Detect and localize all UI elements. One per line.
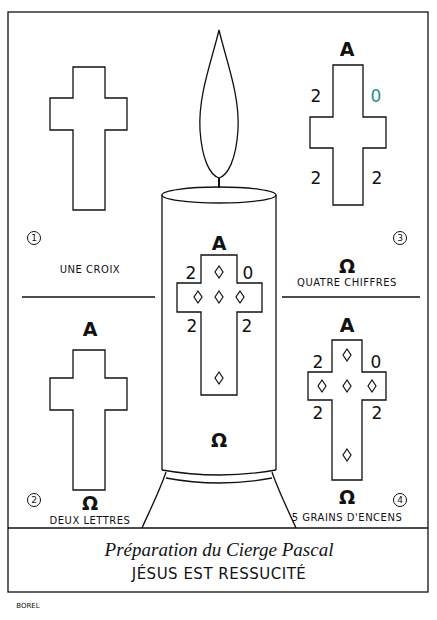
candle-holder bbox=[142, 472, 296, 528]
alpha-letter: A bbox=[340, 40, 355, 59]
step-caption: UNE CROIX bbox=[60, 265, 120, 275]
incense-grain bbox=[318, 380, 326, 392]
flame bbox=[200, 30, 238, 178]
panel-divider bbox=[282, 296, 420, 297]
candle-top bbox=[162, 187, 276, 203]
cross bbox=[310, 65, 386, 205]
omega-letter: Ω bbox=[82, 494, 98, 513]
omega-letter: Ω bbox=[339, 488, 355, 507]
panel-divider bbox=[22, 296, 155, 297]
alpha-letter: A bbox=[83, 320, 98, 339]
alpha-letter: A bbox=[340, 316, 355, 335]
title: Préparation du Cierge Pascal bbox=[105, 540, 334, 559]
incense-grain bbox=[343, 380, 351, 392]
incense-grain bbox=[215, 291, 223, 303]
year-digit: 2 bbox=[242, 318, 253, 335]
year-digit: 2 bbox=[311, 170, 322, 187]
year-digit: 2 bbox=[372, 170, 383, 187]
year-digit: 0 bbox=[371, 88, 382, 105]
cross bbox=[50, 67, 127, 210]
year-digit: 2 bbox=[186, 265, 197, 282]
step-caption: 5 GRAINS D'ENCENS bbox=[292, 513, 403, 523]
incense-grain bbox=[194, 291, 202, 303]
candle-body bbox=[162, 195, 276, 470]
cross bbox=[177, 255, 262, 395]
caption: JÉSUS EST RESSUCITÉ bbox=[132, 567, 307, 582]
callout-number: 4 bbox=[393, 493, 407, 507]
year-digit: 0 bbox=[243, 265, 254, 282]
alpha-letter: A bbox=[212, 234, 227, 253]
step-caption: DEUX LETTRES bbox=[50, 516, 131, 526]
year-digit: 2 bbox=[313, 354, 324, 371]
incense-grain bbox=[368, 380, 376, 392]
incense-grain bbox=[343, 349, 351, 361]
signature: BOREL bbox=[16, 603, 39, 610]
candle-holder bbox=[166, 478, 272, 483]
cross bbox=[50, 350, 127, 490]
cross bbox=[308, 340, 386, 480]
year-digit: 2 bbox=[311, 88, 322, 105]
callout-number: 1 bbox=[27, 231, 41, 245]
incense-grain bbox=[343, 449, 351, 461]
step-caption: QUATRE CHIFFRES bbox=[297, 278, 397, 288]
callout-number: 3 bbox=[393, 231, 407, 245]
omega-letter: Ω bbox=[339, 257, 355, 276]
title-divider bbox=[8, 527, 428, 528]
year-digit: 2 bbox=[187, 318, 198, 335]
year-digit: 2 bbox=[313, 405, 324, 422]
incense-grain bbox=[215, 372, 223, 384]
incense-grain bbox=[215, 266, 223, 278]
callout-number: 2 bbox=[27, 493, 41, 507]
incense-grain bbox=[236, 291, 244, 303]
page-frame bbox=[8, 12, 428, 592]
omega-letter: Ω bbox=[211, 431, 227, 450]
candle-bottom bbox=[162, 470, 276, 475]
year-digit: 0 bbox=[371, 354, 382, 371]
year-digit: 2 bbox=[372, 405, 383, 422]
